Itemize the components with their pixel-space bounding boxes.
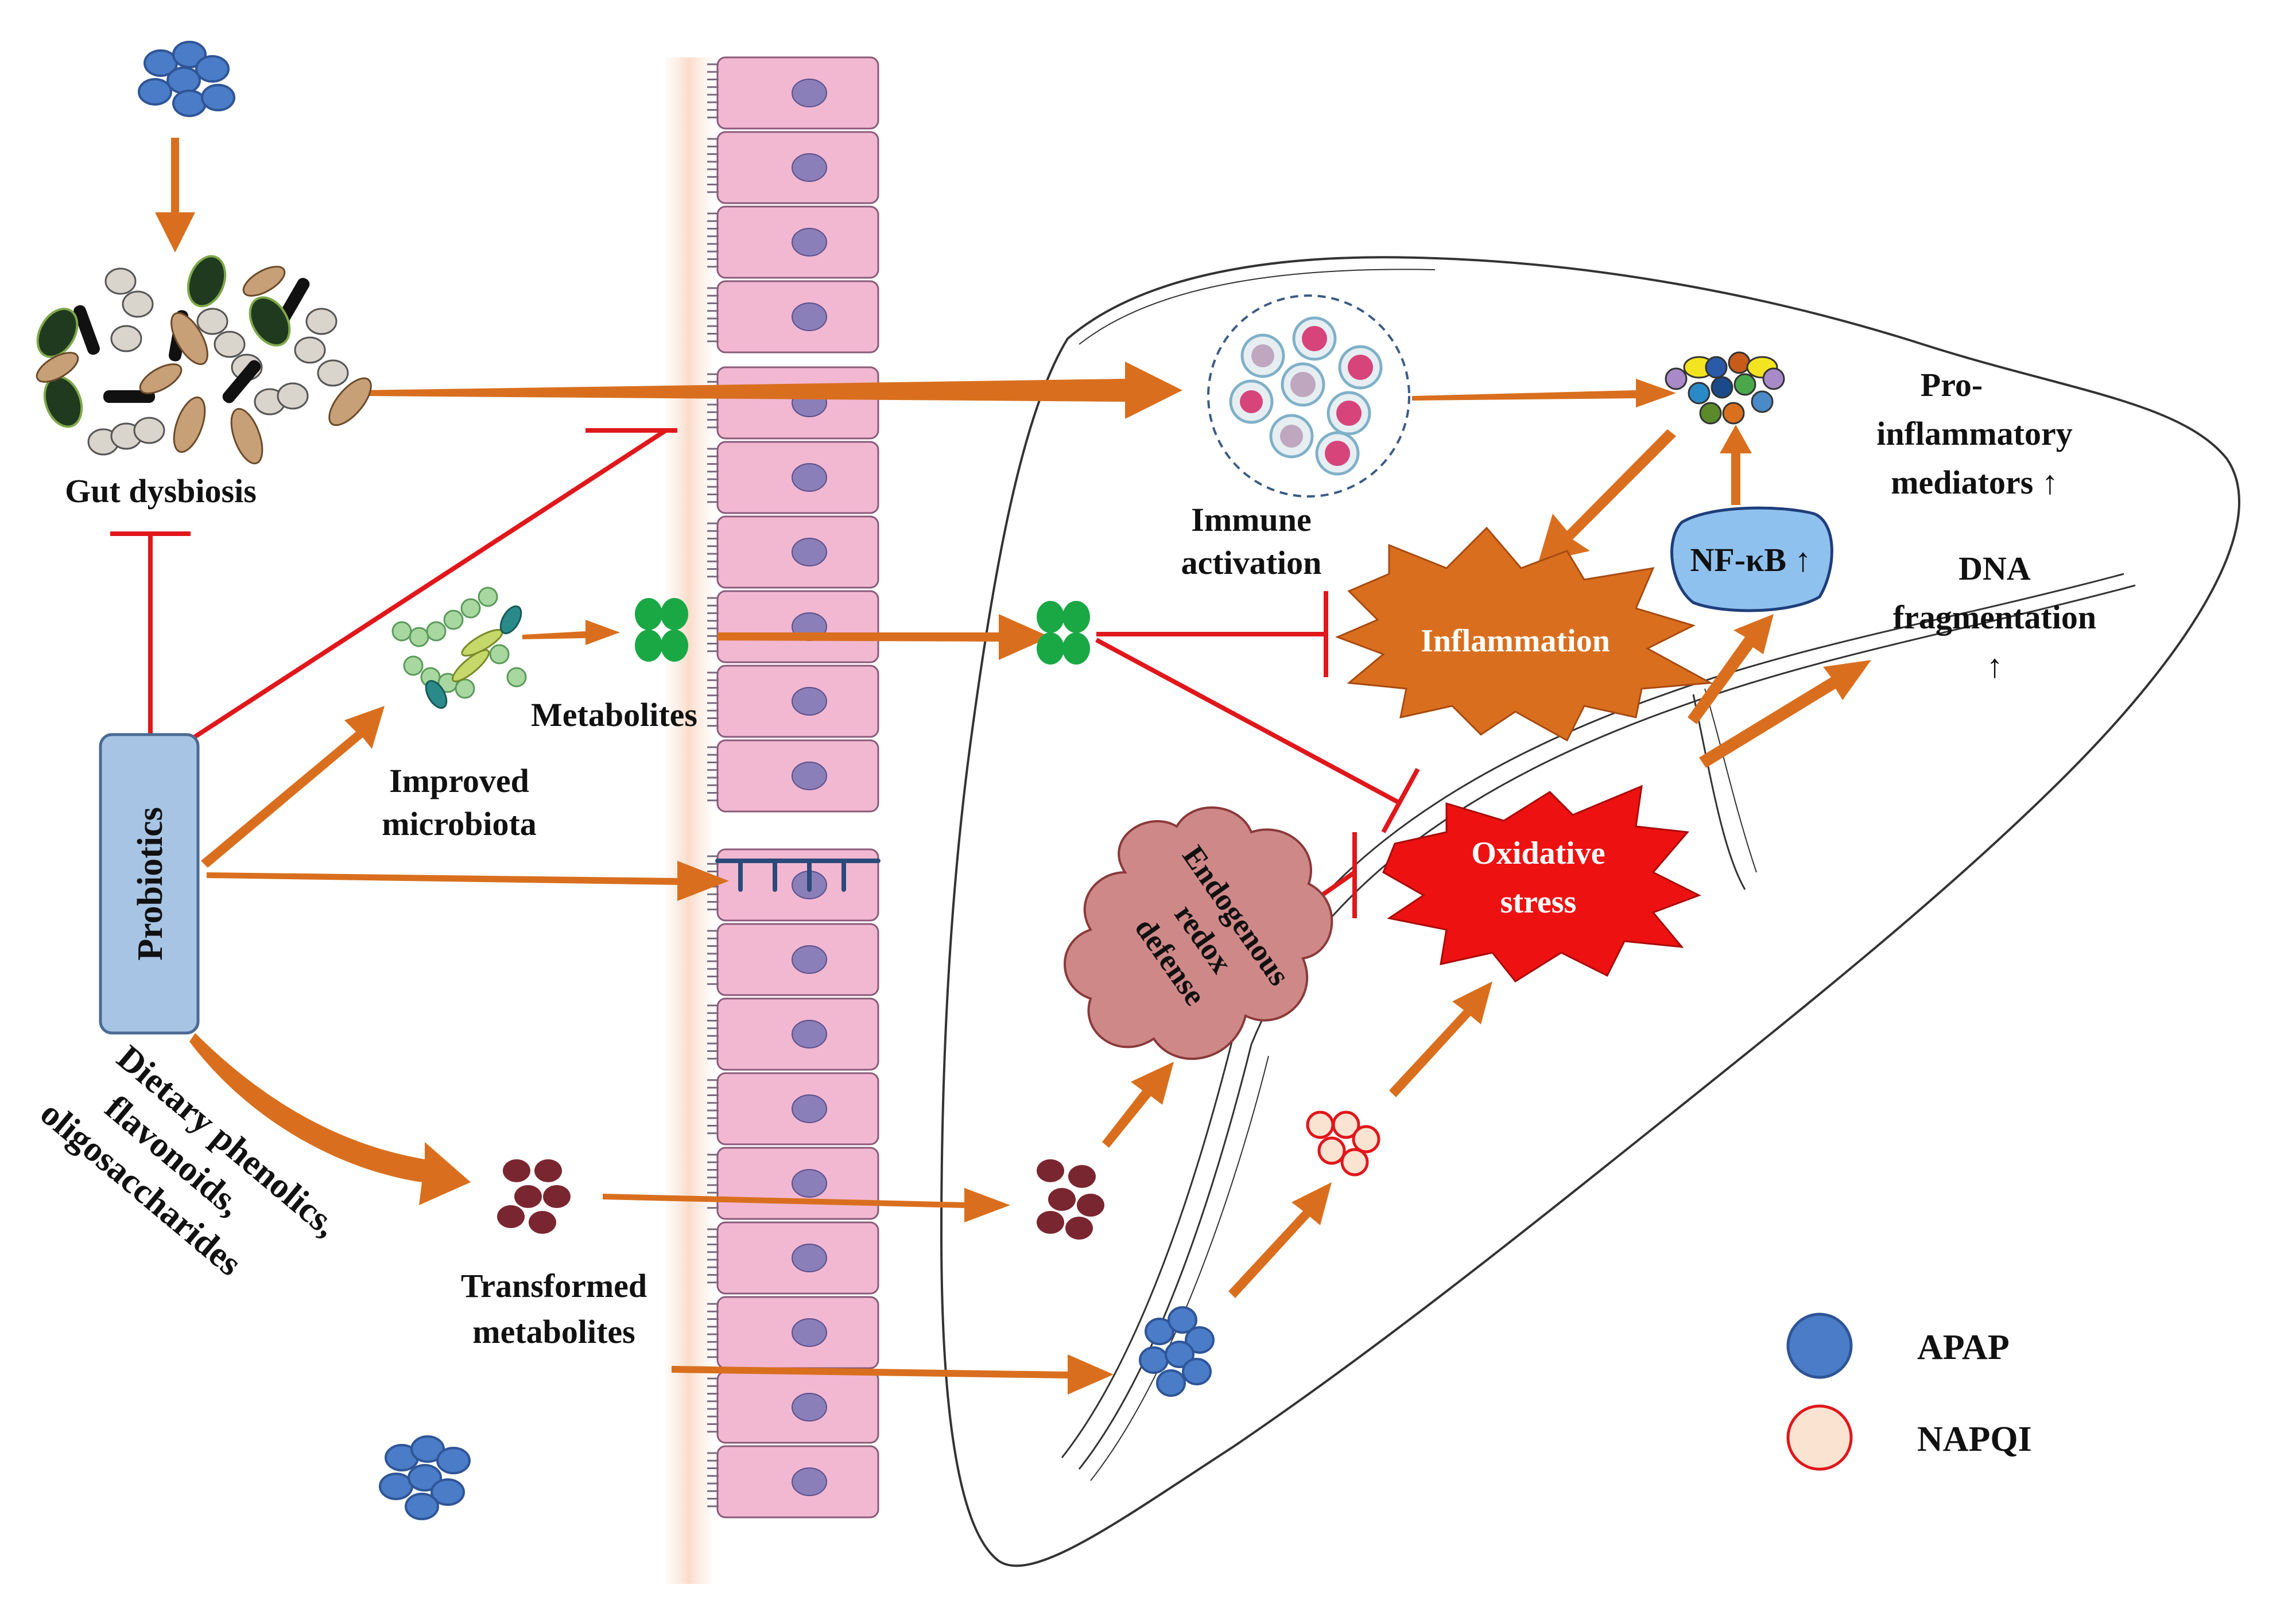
tight-junctions	[715, 859, 881, 892]
napqi-cluster	[1306, 1110, 1380, 1176]
arrow-microbiota-to-metabolites	[522, 620, 620, 645]
immune-activation-label-line2: activation	[1181, 544, 1322, 581]
oxidative-stress-burst: Oxidative stress	[1382, 785, 1701, 982]
dna-label-line3: ↑	[1987, 647, 2003, 685]
intestinal-epithelium	[666, 56, 881, 1584]
probiotics-box: Probiotics	[99, 733, 200, 1035]
arrow-apap-to-napqi	[1228, 1182, 1332, 1298]
gut-dysbiosis-label: Gut dysbiosis	[65, 472, 257, 510]
cell-nucleus	[792, 762, 827, 790]
inhibit-metabolites-oxidative	[1095, 638, 1402, 806]
nfkb-node: NF-κB ↑	[1670, 506, 1833, 612]
dysbiotic-microbes	[36, 255, 372, 465]
arrow-apap-gut-to-liver	[672, 1354, 1114, 1395]
cell-nucleus	[792, 228, 827, 257]
oxidative-stress-label-line2: stress	[1500, 884, 1577, 920]
activation-arrows	[155, 138, 1871, 1395]
nfkb-label: NF-κB ↑	[1690, 541, 1811, 578]
transformed-metabolites-gut	[497, 1159, 571, 1234]
cell-nucleus	[792, 1244, 827, 1272]
cell-nucleus	[792, 302, 827, 331]
inflammation-label: Inflammation	[1421, 623, 1610, 659]
arrow-immune-to-mediators	[1412, 379, 1676, 407]
arrow-brown-to-cloud	[1102, 1062, 1174, 1148]
arrow-oxidative-to-dna	[1699, 660, 1871, 768]
lamina-propria-band	[666, 57, 712, 1584]
arrow-nfkb-to-mediators	[1720, 425, 1752, 505]
legend: APAP NAPQI	[1786, 1312, 2032, 1471]
pro-inflammatory-label-line1: Pro-	[1921, 366, 1983, 403]
arrow-metabolites-to-liver	[718, 614, 1050, 660]
apap-cluster-liver	[1139, 1306, 1215, 1397]
improved-microbiota-label-line2: microbiota	[382, 805, 537, 842]
endogenous-redox-defense-cloud: Endogenous redox defense	[1064, 806, 1333, 1060]
arrow-mediators-to-inflammation	[1538, 429, 1676, 562]
arrow-napqi-to-oxidative	[1389, 981, 1492, 1097]
legend-apap-label: APAP	[1917, 1328, 2010, 1367]
cell-nucleus	[792, 945, 827, 974]
metabolites-green-gut	[635, 598, 688, 662]
epithelial-cell-column	[707, 56, 879, 1519]
arrow-probiotics-to-microbiota	[201, 706, 385, 868]
arrow-dysbiosis-to-immune	[362, 362, 1182, 419]
arrow-inflammation-to-nfkb	[1688, 614, 1774, 724]
cell-nucleus	[792, 1020, 827, 1048]
oxidative-stress-label-line1: Oxidative	[1471, 836, 1605, 871]
inhibit-probiotics-barrier	[188, 428, 668, 743]
probiotics-label: Probiotics	[131, 807, 170, 961]
pro-inflammatory-label-line3: mediators ↑	[1891, 464, 2058, 501]
cell-nucleus	[792, 1318, 827, 1347]
metabolites-green-liver	[1037, 601, 1090, 665]
apap-cluster-top	[138, 41, 235, 117]
improved-microbiota-cluster	[391, 587, 527, 709]
transformed-metabolites-label-line1: Transformed	[461, 1267, 647, 1304]
cell-nucleus	[792, 1094, 827, 1123]
inflammation-burst: Inflammation	[1335, 526, 1714, 742]
legend-napqi-label: NAPQI	[1917, 1420, 2032, 1459]
liver-outline	[940, 256, 2241, 1567]
cell-nucleus	[792, 538, 827, 566]
improved-microbiota-label-line1: Improved	[389, 762, 529, 799]
cell-nucleus	[792, 79, 827, 107]
arrow-transformed-to-liver	[603, 1188, 1010, 1222]
apap-cluster-bottom-left	[379, 1435, 471, 1520]
arrow-probiotics-to-junction	[207, 861, 729, 901]
cell-nucleus	[792, 1169, 827, 1198]
cell-nucleus	[792, 1393, 827, 1422]
cell-nucleus	[792, 687, 827, 716]
arrow-apap-to-dysbiosis	[155, 138, 195, 253]
cell-nucleus	[792, 1467, 827, 1496]
immune-activation-label-line1: Immune	[1191, 501, 1311, 538]
cell-nucleus	[792, 153, 827, 182]
legend-apap-swatch	[1786, 1312, 1853, 1379]
dna-label-line1: DNA	[1958, 550, 2031, 587]
cell-nucleus	[792, 463, 827, 492]
immune-cells-circle	[1207, 294, 1410, 498]
arrow-probiotics-to-dietary	[189, 1033, 471, 1205]
transformed-metabolites-liver	[1037, 1159, 1104, 1240]
metabolites-label: Metabolites	[531, 696, 697, 733]
dna-label-line2: fragmentation	[1893, 599, 2096, 636]
pro-inflammatory-mediators-cluster	[1665, 351, 1785, 425]
inhibition-lines	[110, 428, 1420, 918]
transformed-metabolites-label-line2: metabolites	[472, 1313, 635, 1350]
legend-napqi-swatch	[1786, 1404, 1853, 1471]
pro-inflammatory-label-line2: inflammatory	[1876, 415, 2073, 452]
